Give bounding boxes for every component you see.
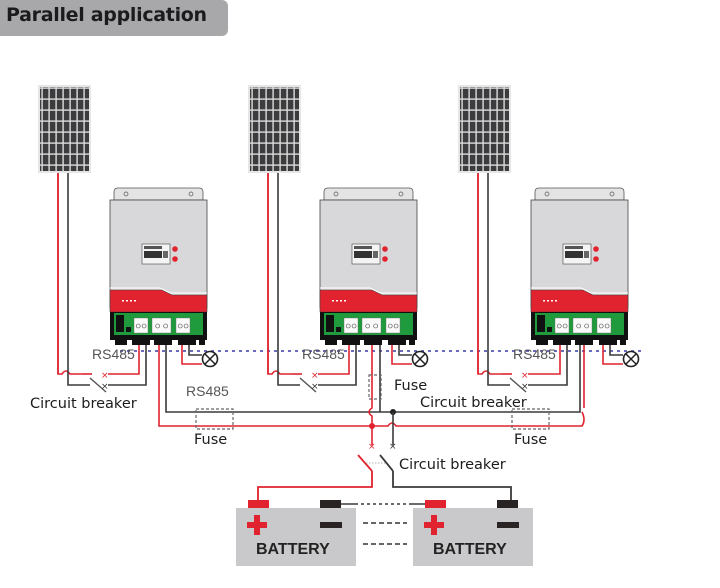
negative-bus-wire xyxy=(165,345,581,413)
pv-negative-to-inverter xyxy=(318,345,357,386)
svg-text:×: × xyxy=(311,382,319,392)
battery-negative-terminal xyxy=(320,500,341,508)
battery-positive-terminal xyxy=(425,500,446,508)
middle-positive-drop xyxy=(368,345,373,426)
dc-bus: × × Circuit breaker xyxy=(158,345,585,545)
status-led xyxy=(593,256,599,262)
battery-label: BATTERY xyxy=(256,541,330,558)
terminal-block xyxy=(175,317,191,334)
fuse-label-3: Fuse xyxy=(514,432,547,448)
title-banner: Parallel application xyxy=(0,0,228,36)
battery-positive-terminal xyxy=(248,500,269,508)
breaker-label-1: Circuit breaker xyxy=(30,396,137,412)
terminal-block xyxy=(596,317,612,334)
svg-text:×: × xyxy=(101,371,109,381)
pv-circuit-breaker[interactable]: ×× xyxy=(82,371,109,393)
terminal-block xyxy=(133,317,149,334)
lcd-display xyxy=(562,243,592,265)
unit-3: ×× RS485 xyxy=(458,85,640,393)
svg-text:×: × xyxy=(521,382,529,392)
solar-panel xyxy=(38,85,91,173)
pv-negative-to-inverter xyxy=(528,345,568,386)
plus-icon xyxy=(247,515,267,535)
ac-out-neutral xyxy=(398,345,412,356)
lcd-display xyxy=(141,243,171,265)
svg-text:×: × xyxy=(311,371,319,381)
terminal-block xyxy=(572,317,593,334)
pv-positive-to-inverter xyxy=(108,345,140,375)
unit-1: ×× RS485 xyxy=(38,85,219,393)
status-led xyxy=(593,246,599,252)
terminal-block xyxy=(151,317,172,334)
negative-breaker-x-mark: × xyxy=(389,442,397,452)
svg-text:×: × xyxy=(101,382,109,392)
ac-out-neutral xyxy=(188,345,202,356)
status-led xyxy=(172,246,178,252)
pv-negative-wire xyxy=(67,173,90,386)
terminal-block xyxy=(343,317,359,334)
lamp-load-icon xyxy=(201,350,219,368)
ac-out-neutral xyxy=(609,345,623,356)
fuse-3[interactable] xyxy=(511,408,550,430)
rs485-label: RS485 xyxy=(513,346,556,362)
minus-icon xyxy=(497,522,519,528)
lamp-load-icon xyxy=(411,350,429,368)
pv-positive-wire xyxy=(267,173,292,375)
rs485-extra-label: RS485 xyxy=(186,383,229,399)
terminal-block xyxy=(554,317,570,334)
plus-icon xyxy=(424,515,444,535)
main-circuit-breaker[interactable] xyxy=(357,454,394,472)
svg-text:×: × xyxy=(521,371,529,381)
status-led xyxy=(382,256,388,262)
pv-positive-wire xyxy=(57,173,82,375)
positive-bus-wire-right xyxy=(370,411,585,427)
pv-circuit-breaker[interactable]: ×× xyxy=(502,371,529,393)
pv-positive-wire xyxy=(477,173,502,375)
pv-negative-wire xyxy=(277,173,300,386)
positive-breaker-x-mark: × xyxy=(368,442,376,452)
status-led xyxy=(172,256,178,262)
solar-panel xyxy=(248,85,301,173)
inverter xyxy=(109,187,208,345)
unit-2: ×× RS485 xyxy=(248,85,429,393)
battery-1: BATTERY xyxy=(236,500,356,566)
solar-panel xyxy=(458,85,511,173)
rs485-label: RS485 xyxy=(302,346,345,362)
status-led xyxy=(382,246,388,252)
ac-out-live xyxy=(602,345,623,365)
fuse-1[interactable] xyxy=(195,408,234,430)
lcd-display xyxy=(351,243,381,265)
positive-battery-lead xyxy=(257,471,373,500)
negative-battery-lead xyxy=(392,471,512,500)
pv-circuit-breaker[interactable]: ×× xyxy=(292,371,319,393)
minus-icon xyxy=(320,522,342,528)
breaker-label-2: Circuit breaker xyxy=(420,395,527,411)
fuse-label-1: Fuse xyxy=(194,432,227,448)
battery-label: BATTERY xyxy=(433,541,507,558)
main-breaker-label: Circuit breaker xyxy=(399,457,506,473)
positive-bus-wire xyxy=(158,345,370,427)
battery-negative-terminal xyxy=(497,500,518,508)
ac-out-live xyxy=(391,345,412,365)
battery-2: BATTERY xyxy=(413,500,533,566)
terminal-block xyxy=(385,317,401,334)
pv-negative-wire xyxy=(487,173,510,386)
terminal-block xyxy=(361,317,382,334)
rs485-label: RS485 xyxy=(92,346,135,362)
pv-positive-to-inverter xyxy=(528,345,561,375)
fuse-2[interactable] xyxy=(368,374,382,400)
lamp-load-icon xyxy=(622,350,640,368)
ac-out-live xyxy=(181,345,202,365)
pv-positive-to-inverter xyxy=(318,345,350,375)
inverter xyxy=(530,187,629,345)
pv-negative-to-inverter xyxy=(108,345,147,386)
page-title: Parallel application xyxy=(6,4,207,26)
fuse-label-2: Fuse xyxy=(394,378,427,394)
inverter xyxy=(319,187,418,345)
